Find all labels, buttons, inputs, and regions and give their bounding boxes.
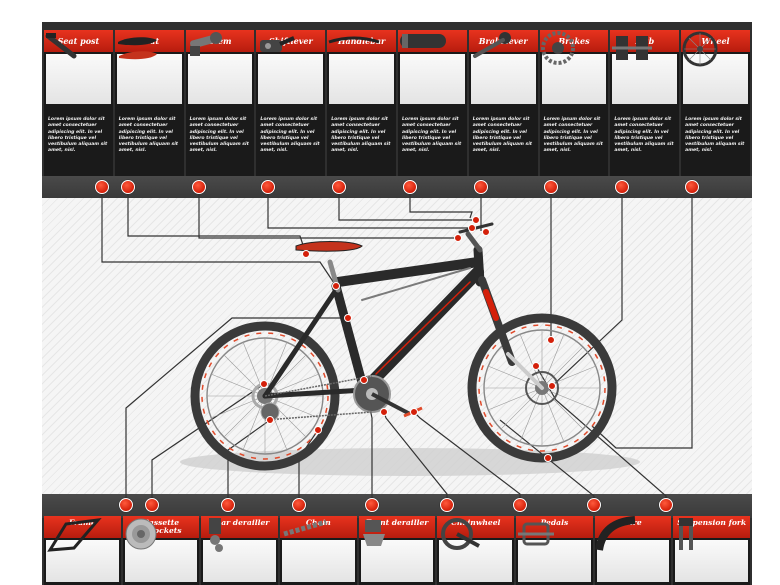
bottom-part-card: Cassette sprockets (122, 516, 200, 585)
highlight-points (260, 216, 556, 462)
drivetrain (260, 375, 423, 422)
top-part-card: HubLorem ipsum dolor sit amet consectetu… (610, 30, 680, 176)
bottom-marker-dot (513, 498, 527, 512)
chain-icon (282, 519, 355, 582)
brake-disc-icon (540, 31, 607, 104)
bottom-marker-dot (365, 498, 379, 512)
bottom-marker-dot (145, 498, 159, 512)
top-marker-dot (615, 180, 629, 194)
top-part-card: ShiftleverLorem ipsum dolor sit amet con… (256, 30, 326, 176)
top-part-card-description: Lorem ipsum dolor sit amet consectetuer … (189, 117, 249, 154)
top-marker-dot (332, 180, 346, 194)
front-derailler-icon (360, 520, 434, 582)
top-part-card-description: Lorem ipsum dolor sit amet consectetuer … (543, 117, 603, 154)
leader-lines (101, 187, 693, 505)
top-marker-dot (261, 180, 275, 194)
front-wheel (467, 313, 617, 463)
top-part-card-description: Lorem ipsum dolor sit amet consectetuer … (614, 117, 674, 154)
seat-post-icon (45, 33, 111, 104)
bottom-part-card: Frame (44, 516, 121, 585)
top-part-card-description: Lorem ipsum dolor sit amet consectetuer … (331, 117, 391, 154)
top-part-card-description: Lorem ipsum dolor sit amet consectetuer … (118, 117, 178, 154)
top-marker-dot (474, 180, 488, 194)
top-marker-dot (544, 180, 558, 194)
bike-diagram-area (42, 198, 752, 494)
rear-derailler-icon (203, 518, 277, 582)
bottom-marker-dot (119, 498, 133, 512)
top-marker-dot (403, 180, 417, 194)
bottom-part-card: Suspension fork (673, 516, 751, 585)
shiftlever-icon (258, 36, 324, 104)
brakelever-icon (470, 32, 536, 104)
bottom-marker-dot (587, 498, 601, 512)
handlebar-icon (328, 36, 394, 104)
bottom-part-card: Chainwheel (437, 516, 515, 585)
top-part-card: GripsLorem ipsum dolor sit amet consecte… (397, 30, 467, 176)
bottom-part-card: Tire (594, 516, 672, 585)
top-part-card: SeatLorem ipsum dolor sit amet consectet… (114, 30, 184, 176)
suspension-fork-icon (675, 518, 749, 582)
tire-icon (594, 516, 670, 582)
bike-frame (262, 222, 544, 399)
stem-icon (187, 32, 253, 104)
bottom-part-card: Chain (280, 516, 357, 585)
bottom-marker-strip (42, 494, 752, 518)
bottom-marker-dot (292, 498, 306, 512)
grips-icon (399, 34, 465, 104)
seat-icon (116, 37, 182, 104)
top-part-card-title: Handlebar (327, 30, 396, 52)
bottom-part-card: Rear derailler (201, 516, 279, 585)
bottom-part-card: Front derailler (358, 516, 436, 585)
bottom-part-card: Pedals (516, 516, 593, 585)
top-part-card-description: Lorem ipsum dolor sit amet consectetuer … (685, 117, 745, 154)
top-part-card-description: Lorem ipsum dolor sit amet consectetuer … (48, 117, 108, 154)
cassette-icon (124, 518, 198, 582)
top-marker-dot (192, 180, 206, 194)
saddle (295, 241, 363, 252)
frame-icon (46, 518, 119, 582)
bottom-marker-dot (440, 498, 454, 512)
bottom-marker-dot (659, 498, 673, 512)
top-part-card: StemLorem ipsum dolor sit amet consectet… (185, 30, 255, 176)
top-part-card-description: Lorem ipsum dolor sit amet consectetuer … (401, 117, 462, 154)
pedals-icon (518, 522, 591, 582)
top-part-card-description: Lorem ipsum dolor sit amet consectetuer … (260, 117, 320, 154)
bottom-marker-dot (221, 498, 235, 512)
wheel-icon (682, 31, 748, 104)
top-part-card-description: Lorem ipsum dolor sit amet consectetuer … (472, 117, 532, 154)
top-marker-dot (685, 180, 699, 194)
chainwheel-icon (439, 518, 513, 582)
top-marker-dot (121, 180, 135, 194)
top-part-card: BrakeleverLorem ipsum dolor sit amet con… (468, 30, 538, 176)
top-marker-dot (95, 180, 109, 194)
hub-icon (612, 36, 678, 104)
top-marker-strip (42, 176, 752, 198)
